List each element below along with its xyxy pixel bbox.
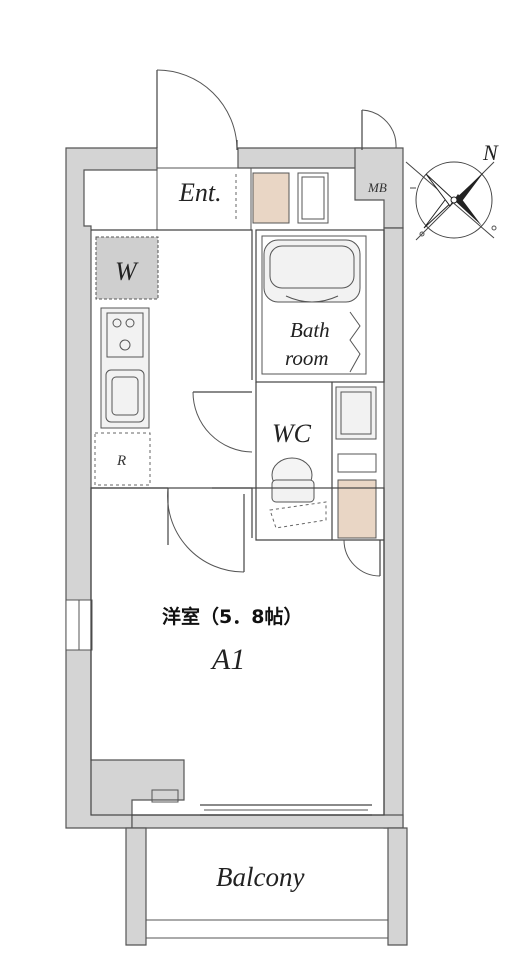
- main-room-door: [167, 487, 245, 573]
- compass-north-label: N: [482, 140, 499, 165]
- balcony-label: Balcony: [216, 862, 304, 892]
- main-room-label: 洋室（5．8帖）: [162, 605, 302, 628]
- shoe-cabinet: [252, 172, 290, 224]
- bathroom: [255, 229, 385, 383]
- washer-label: W: [115, 257, 139, 286]
- meter-box-label: MB: [367, 180, 387, 195]
- entrance-label: Ent.: [178, 178, 222, 207]
- toilet-door: [192, 391, 253, 453]
- balcony: [145, 827, 389, 939]
- refrigerator-space: [94, 432, 151, 486]
- toilet-label: WC: [272, 419, 312, 448]
- closet-door: [343, 539, 381, 577]
- washer-space: [95, 236, 159, 300]
- kitchen-counter: [100, 307, 150, 429]
- compass-rose-icon: [405, 161, 497, 241]
- bath-label-2: room: [285, 346, 329, 370]
- exterior-walls: [65, 147, 408, 946]
- main-room-code: A1: [210, 643, 245, 676]
- entrance-door: [156, 69, 238, 150]
- vanity: [335, 386, 377, 440]
- meter-box-door: [361, 109, 397, 150]
- bath-label-1: Bath: [290, 318, 330, 342]
- refrigerator-label: R: [116, 453, 126, 469]
- closet: [297, 172, 329, 224]
- air-conditioner: [151, 789, 179, 803]
- toilet-room: [255, 382, 384, 541]
- balcony-window: [200, 804, 372, 816]
